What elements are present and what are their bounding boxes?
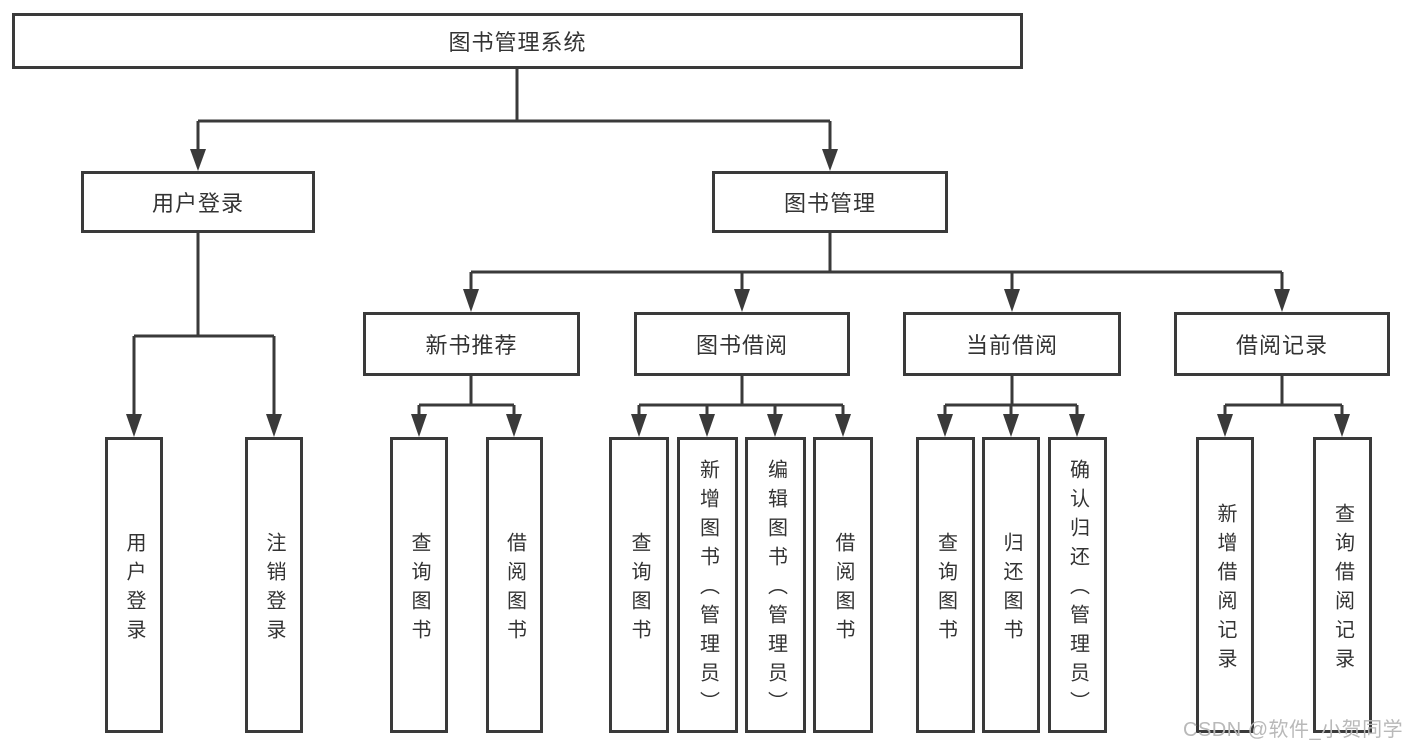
node-root: 图书管理系统 — [12, 13, 1023, 69]
leaf-borrow-query-book-label: 查询图书 — [628, 531, 650, 648]
leaf-records-add-record-label: 新增借阅记录 — [1214, 502, 1236, 677]
leaf-recommend-query-book-label: 查询图书 — [408, 531, 430, 648]
leaf-current-confirm-return-admin-label: 确认归还（管理员） — [1066, 459, 1089, 720]
leaf-current-query-book: 查询图书 — [916, 437, 975, 733]
leaf-current-return-book: 归还图书 — [982, 437, 1040, 733]
connector-bookmgmt-level3 — [463, 233, 1290, 312]
leaf-borrow-edit-book-admin-label: 编辑图书（管理员） — [764, 459, 787, 720]
node-book-borrow-label: 图书借阅 — [695, 333, 788, 358]
node-borrow-records: 借阅记录 — [1174, 312, 1390, 376]
node-current-borrow: 当前借阅 — [903, 312, 1121, 376]
leaf-current-confirm-return-admin: 确认归还（管理员） — [1048, 437, 1107, 733]
connector-userlogin-children — [126, 233, 282, 437]
node-book-management: 图书管理 — [712, 171, 948, 233]
leaf-borrow-add-book-admin: 新增图书（管理员） — [677, 437, 738, 733]
leaf-logout-label: 注销登录 — [263, 531, 285, 648]
leaf-recommend-borrow-book-label: 借阅图书 — [503, 531, 526, 648]
leaf-current-query-book-label: 查询图书 — [934, 531, 957, 648]
node-new-book-recommend-label: 新书推荐 — [425, 333, 518, 358]
node-book-borrow: 图书借阅 — [634, 312, 850, 376]
csdn-watermark: CSDN @软件_小贺同学 — [1183, 719, 1404, 741]
leaf-records-add-record: 新增借阅记录 — [1196, 437, 1254, 733]
leaf-borrow-borrow-book-label: 借阅图书 — [832, 531, 854, 648]
node-user-login-label: 用户登录 — [151, 191, 244, 216]
leaf-records-query-record-label: 查询借阅记录 — [1331, 502, 1354, 677]
leaf-current-return-book-label: 归还图书 — [1000, 531, 1022, 648]
connector-current-children — [937, 375, 1085, 437]
leaf-borrow-borrow-book: 借阅图书 — [813, 437, 873, 733]
leaf-borrow-query-book: 查询图书 — [609, 437, 669, 733]
leaf-records-query-record: 查询借阅记录 — [1313, 437, 1372, 733]
leaf-borrow-add-book-admin-label: 新增图书（管理员） — [696, 459, 719, 720]
connector-borrow-children — [631, 375, 851, 437]
connector-root-to-level2 — [190, 69, 838, 171]
leaf-logout: 注销登录 — [245, 437, 303, 733]
node-new-book-recommend: 新书推荐 — [363, 312, 580, 376]
connector-recommend-children — [411, 375, 522, 437]
leaf-recommend-borrow-book: 借阅图书 — [486, 437, 543, 733]
node-current-borrow-label: 当前借阅 — [965, 333, 1058, 358]
node-book-management-label: 图书管理 — [783, 191, 876, 216]
leaf-borrow-edit-book-admin: 编辑图书（管理员） — [745, 437, 806, 733]
leaf-user-login-label: 用户登录 — [123, 531, 145, 648]
leaf-recommend-query-book: 查询图书 — [390, 437, 448, 733]
leaf-user-login: 用户登录 — [105, 437, 163, 733]
node-borrow-records-label: 借阅记录 — [1235, 333, 1328, 358]
node-user-login: 用户登录 — [81, 171, 315, 233]
node-root-label: 图书管理系统 — [448, 30, 587, 55]
connector-records-children — [1217, 375, 1350, 437]
